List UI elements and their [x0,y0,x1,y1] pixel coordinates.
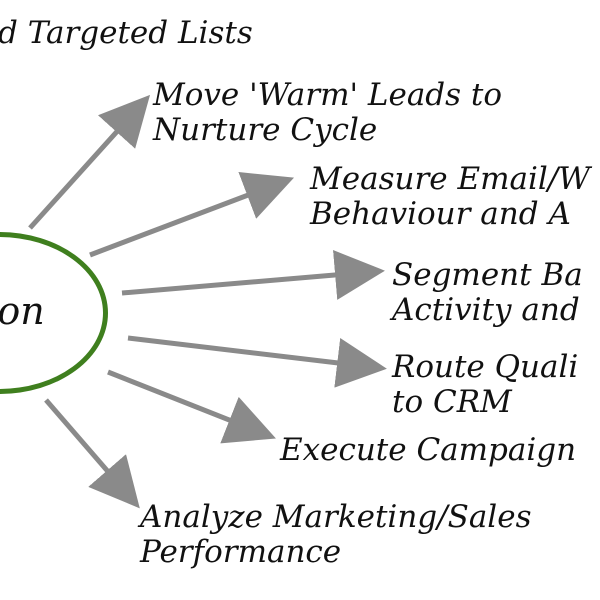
branch-route-crm-line1: Route Quali [392,349,579,385]
branch-route-crm: Route Quali to CRM [392,350,578,420]
arrow-to-route-crm [127,335,387,388]
branch-nurture-cycle-line2: Nurture Cycle [153,112,378,148]
arrow-to-segment [121,250,385,300]
arrow-to-execute-campaign [107,369,276,444]
branch-analyze-performance: Analyze Marketing/Sales Performance [140,500,531,570]
branch-segment-line1: Segment Ba [392,257,583,293]
branch-nurture-cycle: Move 'Warm' Leads to Nurture Cycle [153,78,502,148]
branch-route-crm-line2: to CRM [392,384,512,420]
branch-analyze-performance-line1: Analyze Marketing/Sales [140,499,532,535]
branch-segment-line2: Activity and [392,292,580,328]
branch-analyze-performance-line2: Performance [140,534,342,570]
branch-segment: Segment Ba Activity and [392,258,583,328]
hub-label: tion [0,289,45,333]
branch-measure-behaviour-line1: Measure Email/W [310,161,591,197]
branch-execute-campaign: Execute Campaign [280,433,576,468]
branch-measure-behaviour: Measure Email/W Behaviour and A [310,162,590,232]
branch-nurture-cycle-line1: Move 'Warm' Leads to [153,77,503,113]
arrow-to-nurture-cycle [28,94,151,230]
top-label: d Targeted Lists [0,16,253,51]
arrow-to-analyze-performance [44,398,140,509]
branch-execute-campaign-line1: Execute Campaign [280,432,577,468]
top-label-text: d Targeted Lists [0,15,253,51]
branch-measure-behaviour-line2: Behaviour and A [310,196,571,232]
arrow-to-measure-behaviour [89,172,295,258]
